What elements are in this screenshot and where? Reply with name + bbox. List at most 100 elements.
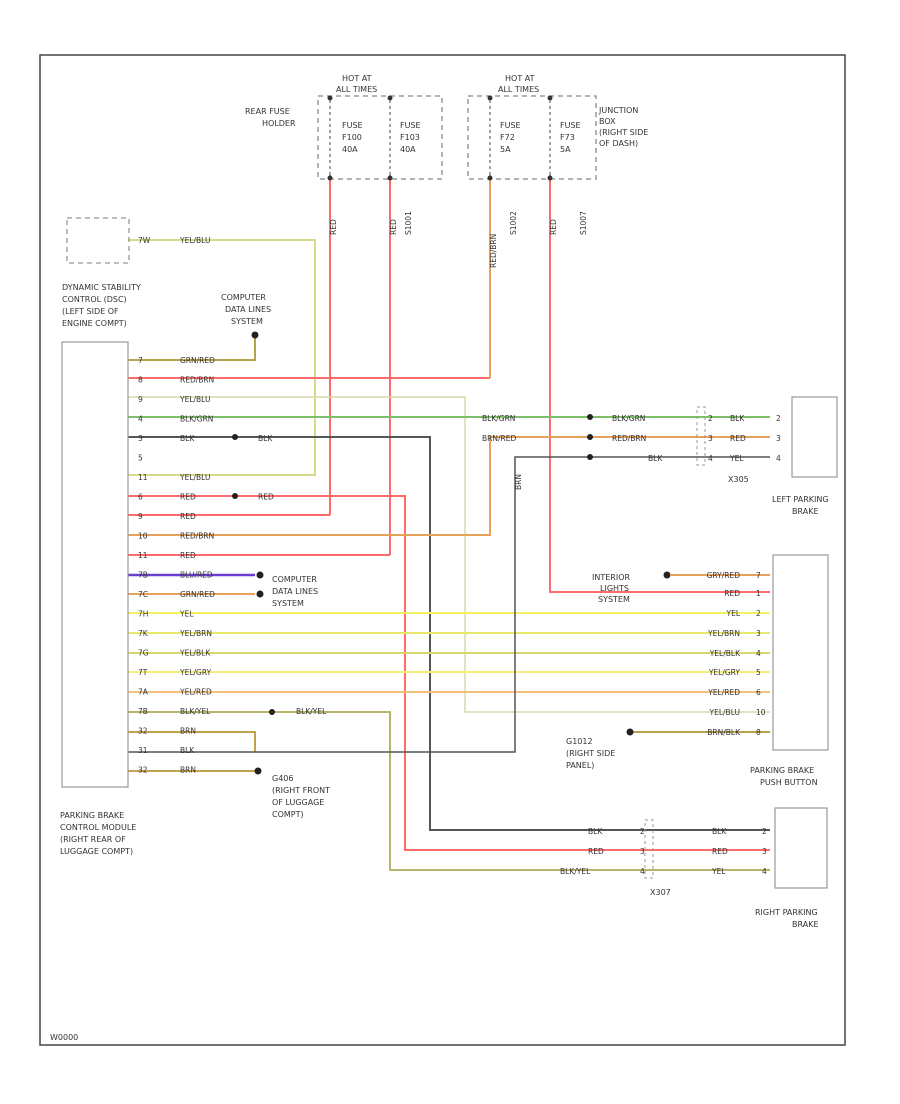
module-pin: 7C xyxy=(138,590,148,599)
pushbutton-pin: 1 xyxy=(756,589,761,598)
pushbutton-pin: 3 xyxy=(756,629,761,638)
module-wire-label: BLK/GRN xyxy=(180,415,213,424)
left-brake-right-wire-3: BLK xyxy=(648,454,663,463)
fuse-f73-id: F73 xyxy=(560,133,575,142)
fuse-terminal-icon xyxy=(387,95,393,101)
right-parking-brake: BLK RED BLK/YEL 2 3 4 BLK RED YEL 2 3 4 … xyxy=(560,807,828,929)
rear-holder-label-1: REAR FUSE xyxy=(245,107,290,116)
diagram-border xyxy=(39,54,846,1046)
module-pin: 6 xyxy=(138,493,143,502)
module-label-2: CONTROL MODULE xyxy=(60,823,136,832)
junction-label-2: BOX xyxy=(599,117,616,126)
module-wire-label: YEL/BLU xyxy=(179,395,210,404)
connector-pin-icon xyxy=(587,454,593,460)
module-pin: 7A xyxy=(138,688,149,697)
right-brake-left-pin-2: 3 xyxy=(640,847,645,856)
right-brake-pin-3-wire: YEL xyxy=(711,867,726,876)
right-brake-left-wire-2: RED xyxy=(588,847,604,856)
cdl-top-label-3: SYSTEM xyxy=(231,317,263,326)
wire-label-f103: RED xyxy=(389,219,398,235)
module-pin: 7G xyxy=(138,649,149,658)
pushbutton-box xyxy=(772,554,829,751)
interior-label-2: LIGHTS xyxy=(600,584,629,593)
module-pin: 7 xyxy=(138,356,143,365)
fuse-f73-rating: 5A xyxy=(560,145,571,154)
cdl-top-label-1: COMPUTER xyxy=(221,293,266,302)
splice-label-s1002: S1002 xyxy=(509,211,518,235)
module-wire-label: BLK xyxy=(180,746,195,755)
module-wire-label: YEL/BLK xyxy=(179,649,211,658)
pushbutton-pin: 6 xyxy=(756,688,761,697)
cdl-mid-label-2: DATA LINES xyxy=(272,587,318,596)
hot-label-left-1: HOT AT xyxy=(342,74,372,83)
interior-label-1: INTERIOR xyxy=(592,573,631,582)
pushbutton-wire-label: RED xyxy=(724,589,740,598)
left-brake-connector: X305 xyxy=(728,475,749,484)
right-brake-pin-1-wire: BLK xyxy=(712,827,727,836)
wire-dsc xyxy=(128,239,316,476)
module-wire-label: YEL xyxy=(179,610,194,619)
pushbutton-wire-label: GRY/RED xyxy=(707,571,741,580)
ground-terminal-icon xyxy=(254,767,262,775)
right-brake-pin-2: 3 xyxy=(762,847,767,856)
junction-label-3: (RIGHT SIDE xyxy=(599,128,648,137)
dsc-wire-label: YEL/BLU xyxy=(179,236,210,245)
left-brake-mid-wire-1: BLK/GRN xyxy=(482,414,515,423)
module-pin: 3 xyxy=(138,434,143,443)
dsc-label-1: DYNAMIC STABILITY xyxy=(62,283,141,292)
module-wire-label: BLK/YEL xyxy=(180,707,211,716)
pushbutton-wire-label: YEL/BLU xyxy=(709,708,740,717)
ground-luggage: G406 (RIGHT FRONT OF LUGGAGE COMPT) xyxy=(254,767,330,819)
right-brake-left-pin-1: 2 xyxy=(640,827,645,836)
module-label-4: LUGGAGE COMPT) xyxy=(60,847,133,856)
left-brake-pin-3-wire: YEL xyxy=(729,454,744,463)
dsc-label-2: CONTROL (DSC) xyxy=(62,295,127,304)
module-pin: 7B xyxy=(138,707,148,716)
right-brake-pin-3: 4 xyxy=(762,867,767,876)
hot-label-right-1: HOT AT xyxy=(505,74,535,83)
pushbutton-wire-label: YEL xyxy=(726,609,741,618)
right-brake-left-wire-1: BLK xyxy=(588,827,603,836)
connector-pin-icon xyxy=(587,434,593,440)
module-wire-label-secondary: BLK/YEL xyxy=(296,707,327,716)
cdl-mid-label-3: SYSTEM xyxy=(272,599,304,608)
wire-label-f73: RED xyxy=(549,219,558,235)
wire-row-31 xyxy=(128,456,770,753)
fuse-f103-id: F103 xyxy=(400,133,420,142)
dsc-pin: 7W xyxy=(138,236,151,245)
right-brake-box xyxy=(774,807,828,889)
module-pin: 11 xyxy=(138,551,148,560)
pb-ground-label-2: (RIGHT SIDE xyxy=(566,749,615,758)
wire-label-f72: RED/BRN xyxy=(489,234,498,268)
rear-holder-label-2: HOLDER xyxy=(262,119,296,128)
right-brake-pin-2-wire: RED xyxy=(712,847,728,856)
module-pin: 4 xyxy=(138,415,143,424)
module-pin: 5 xyxy=(138,454,143,463)
dsc-label-3: (LEFT SIDE OF xyxy=(62,307,119,316)
left-brake-end-pin-2: 3 xyxy=(776,434,781,443)
left-brake-pin-1-wire: BLK xyxy=(730,414,745,423)
module-pin: 31 xyxy=(138,746,148,755)
pushbutton-pin: 4 xyxy=(756,649,761,658)
left-brake-right-wire-1: BLK/GRN xyxy=(612,414,645,423)
ground-luggage-label-1: G406 xyxy=(272,774,293,783)
junction-label-1: JUNCTION xyxy=(598,106,638,115)
pushbutton-pin: 10 xyxy=(756,708,766,717)
module-wire-label: YEL/GRY xyxy=(179,668,212,677)
fuse-f100-id: F100 xyxy=(342,133,362,142)
module-wire-label: BRN xyxy=(180,766,196,775)
cdl-mid-label-1: COMPUTER xyxy=(272,575,317,584)
module-wire-label: YEL/BRN xyxy=(179,629,212,638)
left-brake-pin-1: 2 xyxy=(708,414,713,423)
cdl-top-label-2: DATA LINES xyxy=(225,305,271,314)
fuse-terminal-icon xyxy=(387,175,393,181)
module-wire-label: GRN/RED xyxy=(180,356,215,365)
arrow-terminal-icon xyxy=(256,590,264,598)
right-brake-label-2: BRAKE xyxy=(792,920,819,929)
dsc-label-4: ENGINE COMPT) xyxy=(62,319,127,328)
fuse-terminal-icon xyxy=(487,95,493,101)
interior-label-3: SYSTEM xyxy=(598,595,630,604)
